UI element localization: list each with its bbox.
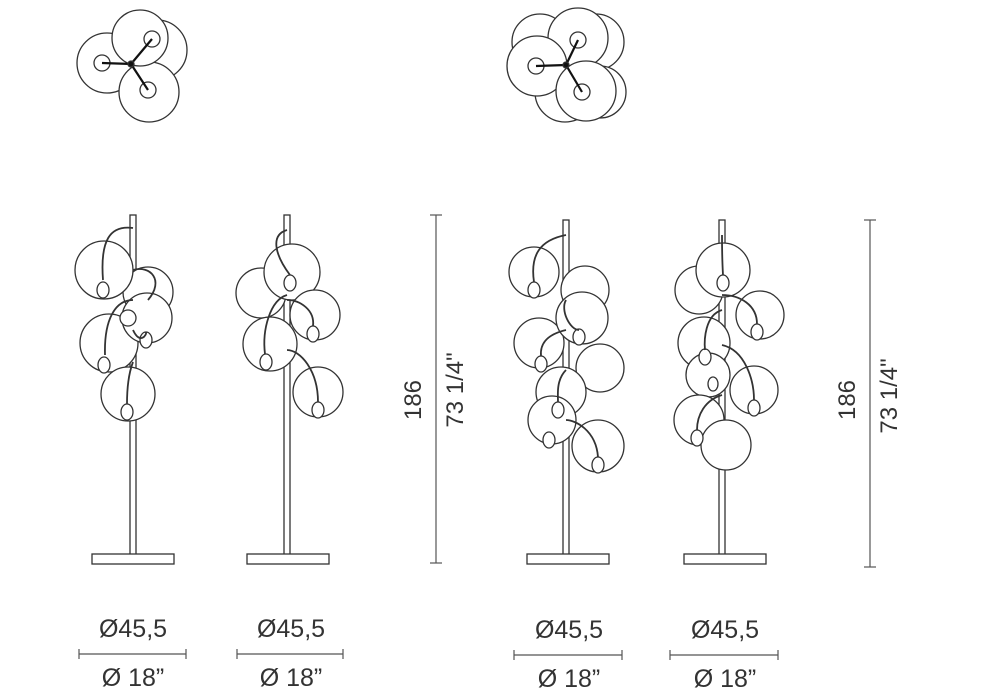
height-in-label-1: 73 1/4" <box>442 352 469 427</box>
height-cm-label-1: 186 <box>400 380 427 420</box>
base-diameter-cm-label: Ø45,5 <box>690 616 760 644</box>
base-diameter-cm-label: Ø45,5 <box>256 615 326 643</box>
base-diameter-in-label: Ø 18” <box>537 665 601 693</box>
lamp-2-side-view <box>235 214 344 565</box>
lamp-4-side-view <box>673 219 785 565</box>
height-cm-label-2: 186 <box>834 380 861 420</box>
top-view-left <box>76 9 188 123</box>
top-view-right <box>506 7 627 123</box>
lamp-1-front-view <box>74 214 175 565</box>
base-diameter-cm-label: Ø45,5 <box>534 616 604 644</box>
base-dimension-lines <box>78 649 779 660</box>
base-diameter-in-label: Ø 18” <box>101 664 165 692</box>
height-dimension-2 <box>864 219 876 568</box>
base-diameter-in-label: Ø 18” <box>259 664 323 692</box>
base-diameter-cm-label: Ø45,5 <box>98 615 168 643</box>
height-dimension-1 <box>430 214 442 564</box>
base-diameter-in-label: Ø 18” <box>693 665 757 693</box>
lamp-3-front-view <box>508 219 625 565</box>
height-in-label-2: 73 1/4" <box>876 358 903 433</box>
